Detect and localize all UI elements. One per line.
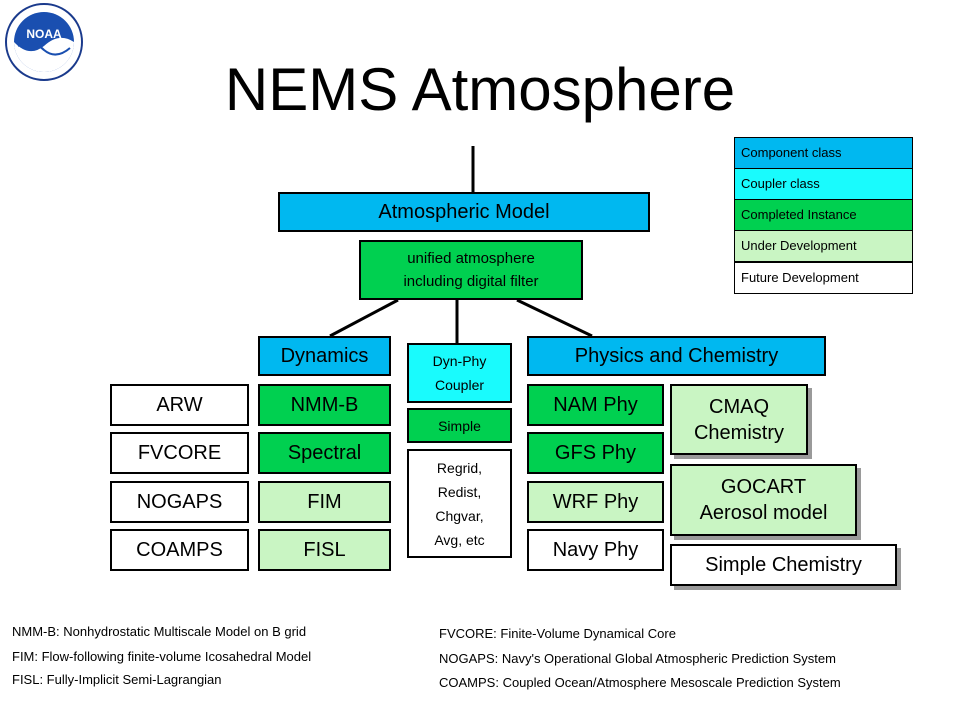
dyn-phy-coupler-header: Dyn-Phy Coupler: [407, 343, 512, 403]
gocart-line-1: GOCART: [720, 476, 807, 498]
footnote-fisl: FISL: Fully-Implicit Semi-Lagrangian: [12, 672, 222, 687]
physics-item-navy-phy: Navy Phy: [527, 529, 664, 571]
physics-item-gfs-phy: GFS Phy: [527, 432, 664, 474]
regrid-line-3: Chgvar,: [435, 507, 484, 524]
coupler-regrid: Regrid, Redist, Chgvar, Avg, etc: [407, 449, 512, 558]
coupler-simple: Simple: [407, 408, 512, 443]
dynamics-item-fim: FIM: [258, 481, 391, 523]
dynamics-future-arw: ARW: [110, 384, 249, 426]
coupler-line-2: Coupler: [434, 377, 485, 393]
dynamics-future-coamps: COAMPS: [110, 529, 249, 571]
legend-component-class: Component class: [734, 137, 913, 169]
page-title: NEMS Atmosphere: [224, 56, 736, 123]
physics-item-wrf-phy: WRF Phy: [527, 481, 664, 523]
regrid-line-4: Avg, etc: [434, 531, 485, 548]
coupler-line-1: Dyn-Phy: [432, 353, 487, 369]
footnote-fvcore: FVCORE: Finite-Volume Dynamical Core: [439, 626, 676, 641]
dynamics-item-fisl: FISL: [258, 529, 391, 571]
legend-under-development: Under Development: [734, 230, 913, 262]
atmospheric-model-box: Atmospheric Model: [278, 192, 650, 232]
legend-coupler-class: Coupler class: [734, 168, 913, 200]
cmaq-line-1: CMAQ: [709, 395, 769, 418]
dynamics-header: Dynamics: [258, 336, 391, 376]
dynamics-item-spectral: Spectral: [258, 432, 391, 474]
unified-line-1: unified atmosphere: [407, 250, 535, 267]
unified-atmosphere-box: unified atmosphere including digital fil…: [359, 240, 583, 300]
noaa-logo: NOAA: [4, 2, 84, 82]
regrid-line-2: Redist,: [437, 483, 482, 500]
dynamics-future-nogaps: NOGAPS: [110, 481, 249, 523]
logo-text: NOAA: [26, 27, 62, 41]
legend-completed-instance: Completed Instance: [734, 199, 913, 231]
legend-future-development: Future Development: [734, 262, 913, 294]
simple-chemistry-box: Simple Chemistry: [670, 544, 897, 586]
dynamics-future-fvcore: FVCORE: [110, 432, 249, 474]
gocart-aerosol-box: GOCART Aerosol model: [670, 464, 857, 536]
footnote-nmm-b: NMM-B: Nonhydrostatic Multiscale Model o…: [12, 624, 307, 639]
regrid-line-1: Regrid,: [436, 459, 483, 476]
unified-line-2: including digital filter: [403, 273, 539, 290]
footnote-fim: FIM: Flow-following finite-volume Icosah…: [12, 649, 312, 664]
cmaq-chemistry-box: CMAQ Chemistry: [670, 384, 808, 455]
cmaq-line-2: Chemistry: [693, 421, 784, 444]
dynamics-item-nmm-b: NMM-B: [258, 384, 391, 426]
footnote-nogaps: NOGAPS: Navy's Operational Global Atmosp…: [439, 651, 836, 666]
gocart-line-2: Aerosol model: [699, 502, 828, 524]
physics-header: Physics and Chemistry: [527, 336, 826, 376]
footnote-coamps: COAMPS: Coupled Ocean/Atmosphere Mesosca…: [439, 675, 841, 690]
physics-item-nam-phy: NAM Phy: [527, 384, 664, 426]
